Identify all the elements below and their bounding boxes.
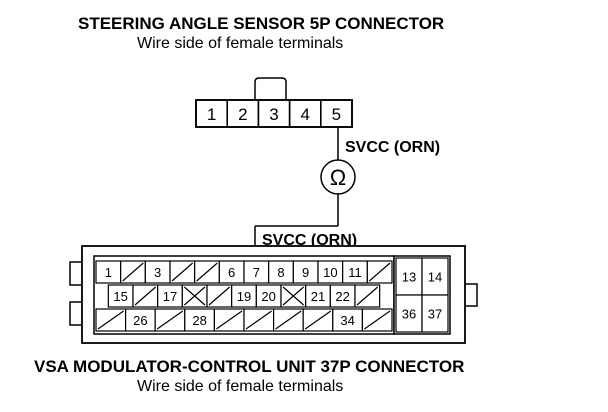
unused-terminal-mark [97, 310, 124, 330]
vsa-terminal-cell [421, 294, 449, 333]
unused-terminal-mark [216, 310, 243, 330]
sensor-connector-subtitle: Wire side of female terminals [137, 35, 344, 52]
sensor-terminal-label: 1 [207, 105, 216, 124]
vsa-connector-subtitle: Wire side of female terminals [137, 378, 344, 395]
ohm-symbol: Ω [330, 165, 346, 190]
unused-terminal-mark [156, 310, 184, 330]
vsa-terminal-label: 1 [105, 265, 112, 280]
unused-terminal-mark [245, 310, 272, 330]
unused-terminal-mark [364, 310, 391, 330]
vsa-terminal-label: 15 [113, 289, 127, 304]
blocked-terminal-mark [183, 286, 206, 306]
vsa-terminal-label: 10 [323, 265, 337, 280]
vsa-terminal-label: 28 [192, 313, 206, 328]
lower-wire-label: SVCC (ORN) [262, 232, 357, 249]
blocked-terminal-mark [282, 286, 305, 306]
unused-terminal-mark [171, 262, 194, 282]
sensor-terminal-label: 3 [269, 105, 278, 124]
vsa-terminal-label: 22 [335, 289, 349, 304]
vsa-terminal-label: 3 [154, 265, 161, 280]
vsa-terminal-label: 6 [228, 265, 235, 280]
sensor-terminal-label: 5 [332, 105, 341, 124]
unused-terminal-mark [304, 310, 332, 330]
vsa-terminal-label: 34 [340, 313, 354, 328]
unused-terminal-mark [196, 262, 218, 282]
vsa-terminal-label: 19 [237, 289, 251, 304]
vsa-terminal-label: 37 [428, 307, 442, 322]
vsa-terminal-label: 11 [348, 265, 362, 280]
vsa-connector-title: VSA MODULATOR-CONTROL UNIT 37P CONNECTOR [34, 357, 465, 376]
sensor-connector-title: STEERING ANGLE SENSOR 5P CONNECTOR [78, 14, 445, 33]
unused-terminal-mark [122, 262, 144, 282]
upper-wire-label: SVCC (ORN) [345, 139, 440, 156]
unused-terminal-mark [275, 310, 302, 330]
vsa-terminal-label: 20 [261, 289, 275, 304]
vsa-terminal-label: 13 [402, 270, 416, 285]
sensor-terminal-label: 4 [300, 105, 309, 124]
unused-terminal-mark [134, 286, 157, 306]
vsa-terminal-label: 26 [133, 313, 147, 328]
unused-terminal-mark [356, 286, 379, 306]
vsa-terminal-label: 8 [277, 265, 284, 280]
sensor-terminal-label: 2 [238, 105, 247, 124]
vsa-terminal-label: 17 [163, 289, 177, 304]
vsa-terminal-label: 36 [402, 307, 416, 322]
unused-terminal-mark [208, 286, 231, 306]
vsa-terminal-label: 7 [253, 265, 260, 280]
unused-terminal-mark [368, 262, 391, 282]
vsa-terminal-label: 21 [311, 289, 325, 304]
vsa-terminal-label: 9 [302, 265, 309, 280]
sensor-connector: 1 2 3 4 5 [195, 77, 353, 128]
sensor-terminal-cell [320, 99, 353, 128]
vsa-terminal-label: 14 [428, 270, 442, 285]
sensor-connector-latch [254, 77, 287, 100]
ohmmeter-icon: Ω [320, 159, 356, 195]
vsa-terminal-cell [421, 257, 449, 296]
